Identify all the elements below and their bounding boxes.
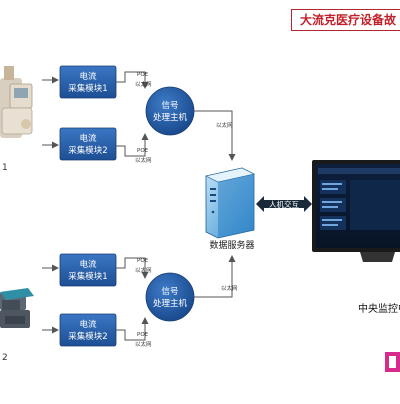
module-to-processor-link: [116, 317, 149, 341]
diagram-title: 大流克医疗设备故: [291, 9, 400, 31]
poe-label: POE: [137, 148, 149, 154]
ethernet-label: 以太网: [135, 340, 152, 348]
processor-to-server-link: [194, 255, 236, 298]
ethernet-label: 以太网: [221, 284, 238, 292]
current-module-top-1: 电流 采集模块1: [59, 65, 117, 99]
processor-label-line1: 信号: [161, 100, 178, 111]
poe-label: POE: [137, 258, 149, 264]
processor-to-server-link: [194, 110, 236, 161]
ethernet-label: 以太网: [135, 266, 152, 274]
module-label-line2: 采集模块2: [68, 145, 107, 156]
module-to-processor-link: [116, 71, 149, 89]
poe-label: POE: [137, 332, 149, 338]
current-module-bottom-2: 电流 采集模块2: [59, 313, 117, 347]
central-monitor-icon: [312, 160, 400, 262]
module-label-line1: 电流: [79, 71, 97, 82]
ethernet-label: 以太网: [135, 156, 152, 164]
medical-device-bottom-icon: [0, 288, 34, 328]
module-to-processor-link: [116, 257, 149, 279]
module-label-line1: 电流: [79, 319, 97, 330]
poe-label: POE: [137, 72, 149, 78]
processor-label-line2: 处理主机: [153, 298, 188, 309]
signal-processor-bottom: 信号 处理主机: [145, 272, 195, 322]
ethernet-label: 以太网: [216, 121, 233, 129]
module-to-processor-link: [116, 133, 149, 157]
module-label-line1: 电流: [79, 133, 97, 144]
module-label-line1: 电流: [79, 259, 97, 270]
processor-label-line1: 信号: [161, 286, 178, 297]
ethernet-label: 以太网: [135, 80, 152, 88]
device-group-1-label: 1: [2, 163, 8, 173]
central-monitor-label: 中央监控中: [358, 302, 400, 315]
brand-logo: [385, 352, 400, 372]
data-server-label: 数据服务器: [209, 239, 254, 251]
device-group-2-label: 2: [2, 353, 8, 363]
current-module-top-2: 电流 采集模块2: [59, 127, 117, 161]
interaction-link: 人机交互: [256, 196, 312, 212]
data-server-icon: [205, 167, 255, 239]
interaction-label: 人机交互: [269, 199, 299, 209]
current-module-bottom-1: 电流 采集模块1: [59, 253, 117, 287]
processor-label-line2: 处理主机: [153, 112, 188, 123]
medical-device-top-icon: [0, 66, 33, 138]
module-label-line2: 采集模块1: [68, 83, 107, 94]
module-label-line2: 采集模块1: [68, 271, 107, 282]
module-label-line2: 采集模块2: [68, 331, 107, 342]
signal-processor-top: 信号 处理主机: [145, 86, 195, 136]
